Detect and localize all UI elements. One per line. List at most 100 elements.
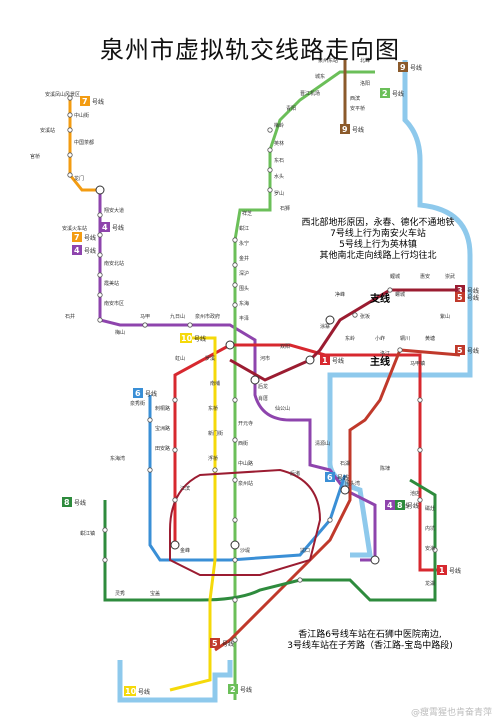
station-label: 后渚 <box>290 470 300 477</box>
station-label: 围头湾 <box>345 480 360 487</box>
svg-text:号线: 号线 <box>449 567 461 575</box>
station-label: 龙湖 <box>425 580 435 587</box>
svg-text:6: 6 <box>135 389 141 398</box>
station-label: 石狮 <box>280 205 290 212</box>
station-label: 洛江 <box>380 350 390 357</box>
svg-text:10: 10 <box>181 334 193 343</box>
station-label: 内坑 <box>425 525 435 532</box>
station-label: 罗溪 <box>205 355 215 362</box>
station-label: 浮桥 <box>208 455 218 462</box>
svg-text:5: 5 <box>457 293 463 302</box>
station-label: 宝洲路 <box>155 425 170 432</box>
svg-text:4: 4 <box>74 246 80 255</box>
station-label: 沙堤 <box>240 547 250 554</box>
station-label: 小岞 <box>375 335 385 342</box>
station-label: 中山路 <box>238 460 253 467</box>
station-label: 金峰 <box>180 547 190 554</box>
page-title: 泉州市虚拟轨交线路走向图 <box>100 36 400 64</box>
station-label: 安溪凤山风景区 <box>45 91 80 98</box>
station-label: 泉州市政府 <box>195 313 220 320</box>
line-8 <box>103 478 437 602</box>
svg-text:号线: 号线 <box>332 357 344 365</box>
station-label: 九日山 <box>170 313 185 320</box>
station-label: 虹山 <box>175 355 185 362</box>
transfer-hubs <box>95 185 380 565</box>
svg-text:号线: 号线 <box>410 64 422 72</box>
note-line: 7号线上行为南安火车站 <box>330 229 426 239</box>
station-label: 东海湾 <box>110 455 125 462</box>
station-label: 双阳 <box>280 343 290 350</box>
station-label: 石湖 <box>340 460 350 467</box>
station-label: 水头 <box>274 173 284 180</box>
svg-text:6: 6 <box>327 473 333 482</box>
station-label: 螺城 <box>395 291 405 298</box>
svg-text:号线: 号线 <box>138 688 150 696</box>
station-label: 梅岭 <box>274 122 284 129</box>
station-label: 围头 <box>239 285 249 292</box>
station-label: 田安路 <box>155 445 170 452</box>
station-label: 东岭 <box>345 335 355 342</box>
line-5 <box>214 348 461 652</box>
station-label: 东石 <box>274 157 284 164</box>
svg-text:号线: 号线 <box>112 224 124 232</box>
station-label: 张坂 <box>360 313 370 320</box>
svg-text:号线: 号线 <box>337 474 349 482</box>
station-label: 石井 <box>65 313 75 320</box>
station-label: 官桥 <box>30 153 40 160</box>
svg-text:号线: 号线 <box>467 294 479 302</box>
station-label: 霞美站 <box>104 280 119 287</box>
station-label: 安溪火车站 <box>62 225 87 232</box>
badge-line-4-mid: 4 号线 <box>72 245 96 255</box>
station-label: 惠安 <box>420 273 430 280</box>
svg-text:5: 5 <box>457 346 463 355</box>
station-label: 涂寨 <box>320 323 330 330</box>
station-label: 泉州站 <box>238 480 253 487</box>
station-label: 泉秀街 <box>130 400 145 407</box>
station-label: 南安北站 <box>104 260 124 267</box>
station-label: 南安市区 <box>104 300 124 307</box>
station-label: 中山街 <box>74 112 89 119</box>
svg-text:9: 9 <box>400 63 406 72</box>
station-label: 翔安大道 <box>104 207 124 214</box>
station-label: 肖厝 <box>258 395 268 402</box>
station-label: 鲤城 <box>390 273 400 280</box>
upper-note: 西北部地形原因，永春、德化不通地铁 7号线上行为南安火车站 5号线上行为英林镇 … <box>283 218 473 262</box>
svg-text:号线: 号线 <box>84 247 96 255</box>
branch-label-zhixian: 支线 <box>369 292 390 305</box>
line-3 <box>229 288 460 382</box>
station-label: 罗山 <box>274 190 284 197</box>
svg-text:7: 7 <box>74 233 80 242</box>
station-label: 青阳 <box>286 105 296 112</box>
note-line: 3号线车站在子芳路（香江路-宝岛中路段) <box>287 641 453 651</box>
station-label: 崇武 <box>445 273 455 280</box>
station-label: 黄塘 <box>425 335 435 342</box>
station-label: 新门街 <box>208 430 223 437</box>
svg-text:7: 7 <box>82 97 88 106</box>
station-label: 深沪 <box>239 270 249 277</box>
svg-text:号线: 号线 <box>84 234 96 242</box>
line-1 <box>173 343 440 572</box>
badge-line-9-top: 9 号线 <box>398 62 422 72</box>
station-label: 英林 <box>274 140 284 147</box>
badge-line-6-east: 6 号线 <box>325 472 349 482</box>
svg-text:号线: 号线 <box>222 640 234 648</box>
station-label: 河市 <box>260 355 270 362</box>
svg-text:号线: 号线 <box>74 499 86 507</box>
station-label: 安溪站 <box>40 127 55 134</box>
svg-text:9: 9 <box>342 125 348 134</box>
station-label: 永宁 <box>239 240 249 247</box>
svg-text:8: 8 <box>397 501 403 510</box>
station-label: 宝盖 <box>150 590 160 597</box>
svg-text:10: 10 <box>125 687 137 696</box>
svg-text:2: 2 <box>230 685 236 694</box>
